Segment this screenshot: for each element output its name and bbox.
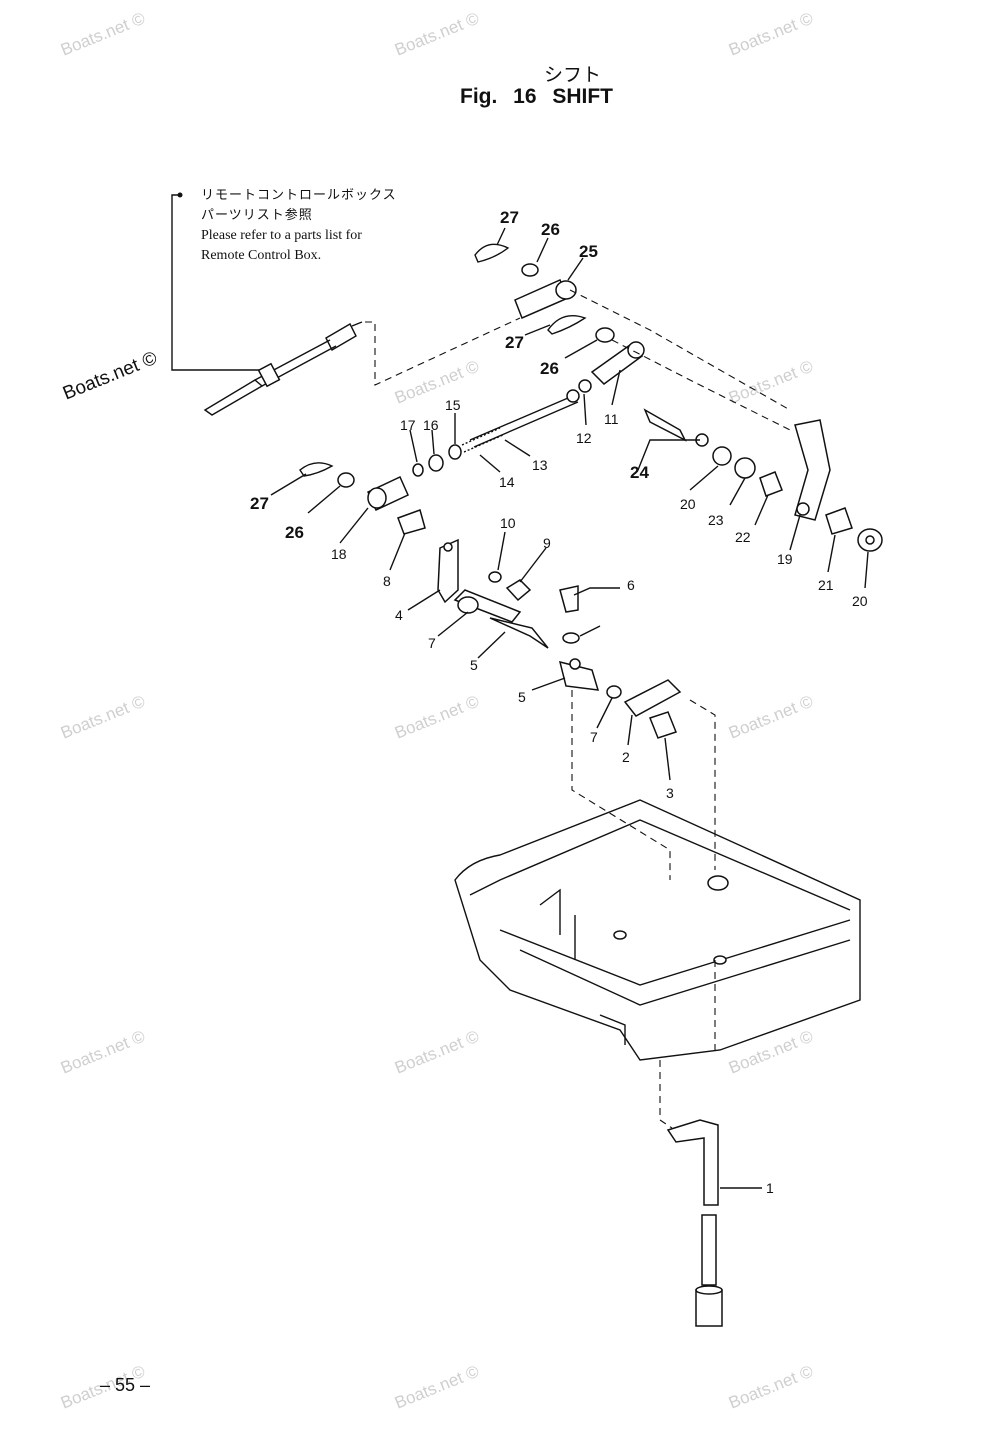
part-label: 20	[680, 496, 696, 512]
page-number: – 55 –	[100, 1375, 151, 1395]
part-label: 27	[505, 333, 524, 352]
note-english-line2: Remote Control Box.	[201, 248, 322, 263]
part-label: 2	[622, 749, 630, 765]
part-label: 25	[579, 242, 598, 261]
part-label: 9	[543, 535, 551, 551]
reference-note: リモートコントロールボックス パーツリスト参照 Please refer to …	[201, 186, 397, 266]
part-label: 27	[500, 208, 519, 227]
part-label: 14	[499, 474, 515, 490]
part-label: 21	[818, 577, 834, 593]
note-japanese-line2: パーツリスト参照	[201, 208, 313, 223]
part-label: 5	[470, 657, 478, 673]
part-label: 5	[518, 689, 526, 705]
note-english-line1: Please refer to a parts list for	[201, 228, 362, 243]
leader-lines	[270, 227, 869, 1189]
part-label: 4	[395, 607, 403, 623]
part-label: 22	[735, 529, 751, 545]
part-label: 26	[285, 523, 304, 542]
part-label: 18	[331, 546, 347, 562]
part-label: 16	[423, 417, 439, 433]
part-label: 7	[590, 729, 598, 745]
part-label: 3	[666, 785, 674, 801]
figure-title: Fig. 16 SHIFT	[460, 85, 614, 108]
part-label: 10	[500, 515, 516, 531]
part-label: 15	[445, 397, 461, 413]
part-label: 20	[852, 593, 868, 609]
part-label: 8	[383, 573, 391, 589]
shift-rod-assembly	[299, 389, 580, 535]
part-label: 1	[766, 1180, 774, 1196]
part-number-labels: 1 2 3 4 5 5 6 7 7 8 9 10 11 12 13 14 15 …	[250, 208, 868, 1196]
lower-cowling-housing	[454, 799, 861, 1129]
figure-title-japanese: シフト	[544, 64, 602, 86]
part-label: 23	[708, 512, 724, 528]
part-label: 6	[627, 577, 635, 593]
part-label: 13	[532, 457, 548, 473]
part-label: 17	[400, 417, 416, 433]
shift-linkage-assembly	[437, 538, 716, 880]
note-japanese-line1: リモートコントロールボックス	[201, 188, 397, 203]
part-label: 26	[540, 359, 559, 378]
shift-lever-bracket	[643, 408, 883, 552]
part-label: 24	[630, 463, 649, 482]
part-label: 11	[604, 411, 619, 427]
part-label: 27	[250, 494, 269, 513]
part-label: 12	[576, 430, 592, 446]
shift-rod	[666, 1119, 723, 1327]
part-label: 26	[541, 220, 560, 239]
remote-control-cable	[171, 192, 521, 416]
upper-joint-assembly	[474, 243, 791, 431]
part-label: 7	[428, 635, 436, 651]
part-label: 19	[777, 551, 793, 567]
